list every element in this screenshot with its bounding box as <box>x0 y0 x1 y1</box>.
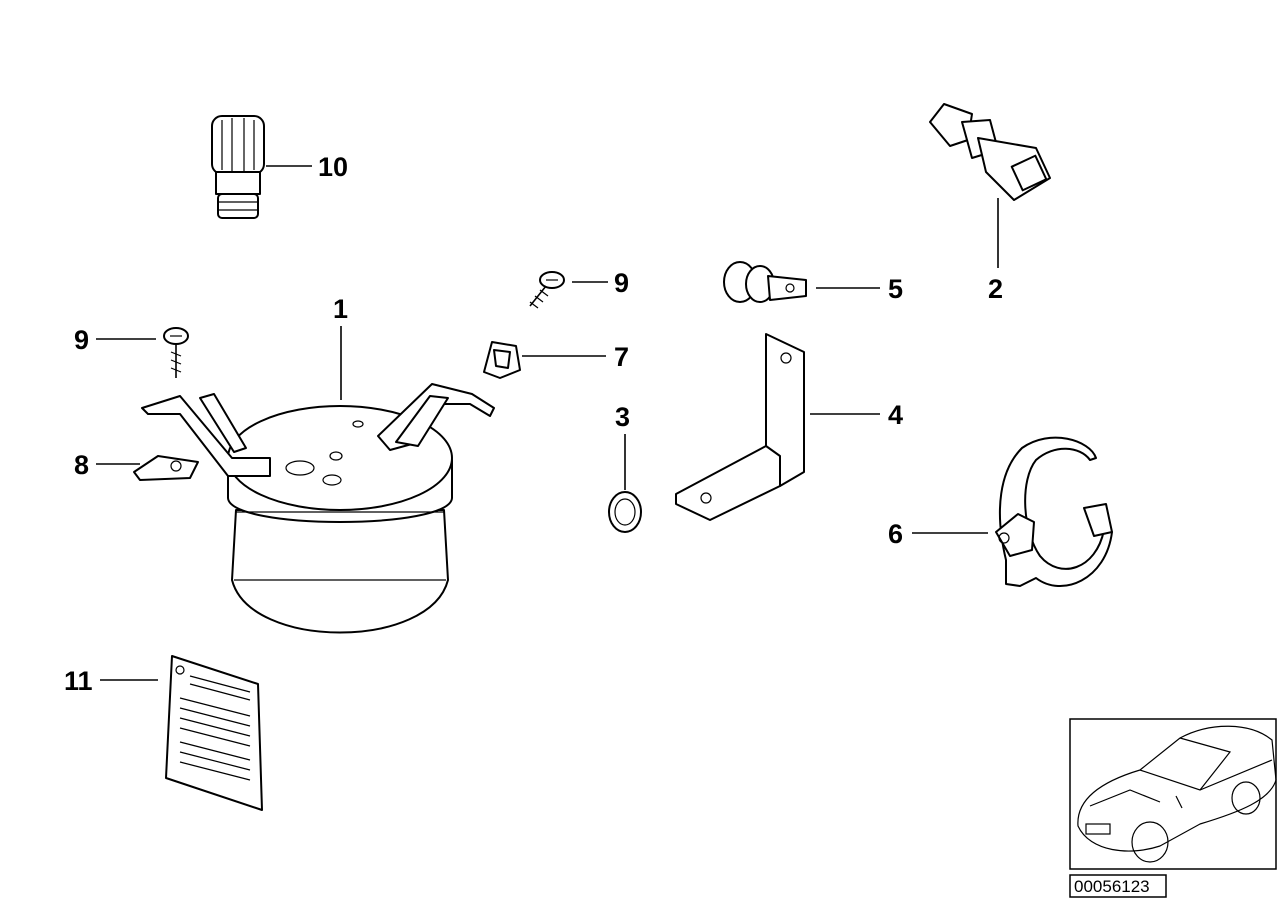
reference-number: 00056123 <box>1074 877 1150 896</box>
car-thumbnail-icon <box>1069 718 1277 870</box>
plate-nut-icon <box>133 455 199 481</box>
callout-8: 8 <box>74 450 89 480</box>
callout-10: 10 <box>318 152 348 182</box>
callout-9-left: 9 <box>74 325 89 355</box>
grommet-clip-icon <box>723 261 807 303</box>
callout-11: 11 <box>64 666 93 696</box>
callout-3: 3 <box>615 402 630 432</box>
callout-9-top: 9 <box>614 268 629 298</box>
hose-clamp-icon <box>995 436 1113 587</box>
pressure-switch-icon <box>929 103 1051 201</box>
screw-icon <box>529 271 565 309</box>
callout-4: 4 <box>888 400 903 430</box>
label-sheet-icon <box>165 655 263 811</box>
clip-nut-icon <box>483 341 521 379</box>
bracket-icon <box>675 333 805 521</box>
callout-6: 6 <box>888 519 903 549</box>
callout-5: 5 <box>888 274 903 304</box>
valve-cap-icon <box>211 115 265 219</box>
screw-icon <box>163 327 189 378</box>
callout-2: 2 <box>988 274 1003 304</box>
reference-number-box <box>1069 874 1167 898</box>
callout-1: 1 <box>333 294 348 324</box>
o-ring-icon <box>608 491 642 533</box>
callout-7: 7 <box>614 342 629 372</box>
receiver-drier-icon <box>141 383 495 634</box>
